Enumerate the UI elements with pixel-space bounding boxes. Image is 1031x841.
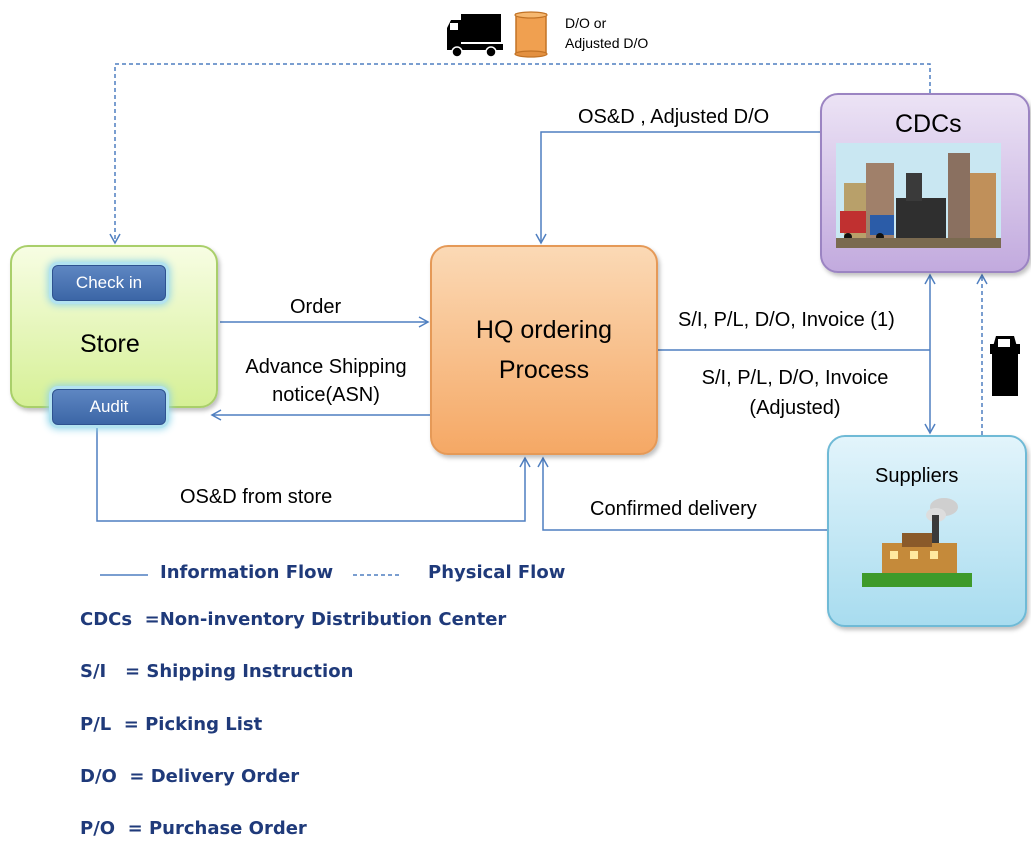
truck-icon — [447, 14, 503, 58]
truck-icon-vertical — [990, 336, 1020, 396]
asn-label-line1: Advance Shipping — [245, 356, 407, 378]
cdcs-title: CDCs — [895, 110, 962, 138]
store-title: Store — [80, 330, 140, 358]
factory-clipart-icon — [862, 498, 972, 587]
si-invoice-adjusted-label-line1: S/I, P/L, D/O, Invoice — [701, 367, 889, 389]
order-label: Order — [290, 296, 342, 318]
check-in-button[interactable]: Check in — [52, 265, 166, 301]
flow-cdcs-to-hq — [535, 131, 820, 245]
hq-ordering-process-node — [430, 245, 658, 455]
hq-title-line1: HQ ordering — [475, 316, 613, 344]
physical-flow-cdcs-to-store — [109, 63, 931, 245]
legend-physical-flow: Physical Flow — [428, 562, 566, 583]
do-label-line1: D/O or — [565, 15, 607, 31]
definition-si: S/I = Shipping Instruction — [80, 661, 354, 682]
definition-cdcs: CDCs =Non-inventory Distribution Center — [80, 609, 507, 630]
document-scroll-icon — [514, 11, 548, 58]
definition-pl: P/L = Picking List — [80, 714, 263, 735]
suppliers-title: Suppliers — [875, 465, 959, 487]
definition-do: D/O = Delivery Order — [80, 766, 300, 787]
city-clipart-icon — [836, 143, 1001, 248]
audit-button[interactable]: Audit — [52, 389, 166, 425]
si-invoice-1-label: S/I, P/L, D/O, Invoice (1) — [678, 309, 895, 331]
flow-osd-store — [96, 408, 531, 522]
hq-title-line2: Process — [498, 356, 590, 384]
asn-label-line2: notice(ASN) — [272, 384, 380, 406]
do-label-line2: Adjusted D/O — [565, 35, 649, 51]
flow-confirmed — [537, 456, 827, 531]
confirmed-delivery-label: Confirmed delivery — [590, 498, 757, 520]
osd-adjusted-label: OS&D , Adjusted D/O — [578, 106, 770, 128]
osd-store-label: OS&D from store — [180, 486, 333, 508]
legend-information-flow: Information Flow — [160, 562, 334, 583]
si-invoice-adjusted-label-line2: (Adjusted) — [749, 397, 841, 419]
suppliers-node — [827, 435, 1027, 627]
definition-po: P/O = Purchase Order — [80, 818, 307, 839]
